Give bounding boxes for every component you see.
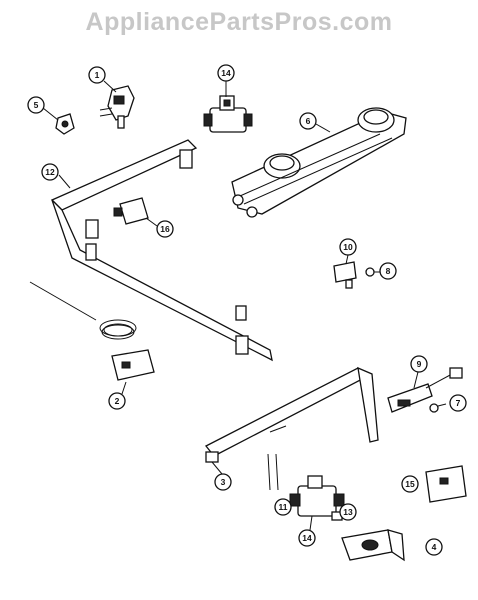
part-11-tubing [267, 425, 287, 491]
callout-8: 8 [379, 262, 397, 280]
callout-16: 16 [156, 220, 174, 238]
svg-text:8: 8 [386, 266, 391, 276]
part-10-bracket [333, 261, 357, 289]
svg-text:13: 13 [343, 507, 353, 517]
callout-2: 2 [108, 392, 126, 410]
part-4-bracket [341, 529, 405, 562]
callout-7: 7 [449, 394, 467, 412]
svg-text:12: 12 [45, 167, 55, 177]
part-9-sensor [387, 367, 463, 413]
callout-6: 6 [299, 112, 317, 130]
svg-text:4: 4 [432, 542, 437, 552]
callout-11: 11 [274, 498, 292, 516]
callout-13: 13 [339, 503, 357, 521]
watermark-text: AppliancePartsPros.com [85, 8, 393, 36]
svg-text:6: 6 [306, 116, 311, 126]
callout-9: 9 [410, 355, 428, 373]
part-14-regulator-bottom [289, 475, 345, 517]
svg-text:5: 5 [34, 100, 39, 110]
svg-text:15: 15 [405, 479, 415, 489]
callout-1: 1 [88, 66, 106, 84]
svg-text:16: 16 [160, 224, 170, 234]
callout-14-top: 14 [217, 64, 235, 82]
part-3-tube [204, 366, 379, 463]
svg-text:11: 11 [279, 502, 288, 512]
callout-12: 12 [41, 163, 59, 181]
callout-3: 3 [214, 473, 232, 491]
callout-14-bottom: 14 [298, 529, 316, 547]
svg-text:3: 3 [221, 477, 226, 487]
part-2-thermostat [29, 281, 155, 381]
svg-text:14: 14 [302, 533, 312, 543]
part-14-regulator-top [203, 95, 253, 133]
svg-text:7: 7 [456, 398, 461, 408]
part-6-burner-assembly [231, 107, 407, 218]
svg-text:2: 2 [115, 396, 120, 406]
part-8-screw [365, 267, 380, 277]
svg-text:1: 1 [95, 70, 100, 80]
part-12-manifold [50, 139, 273, 362]
part-5-clip [55, 113, 75, 135]
callout-15: 15 [401, 475, 419, 493]
part-16-switch [113, 197, 149, 225]
callout-5: 5 [27, 96, 45, 114]
callout-4: 4 [425, 538, 443, 556]
callout-10: 10 [339, 238, 357, 256]
svg-text:9: 9 [417, 359, 422, 369]
svg-text:10: 10 [343, 242, 353, 252]
part-15-block [425, 465, 467, 503]
part-1-valve [99, 85, 135, 129]
part-7-screw [429, 403, 447, 413]
svg-text:14: 14 [221, 68, 231, 78]
